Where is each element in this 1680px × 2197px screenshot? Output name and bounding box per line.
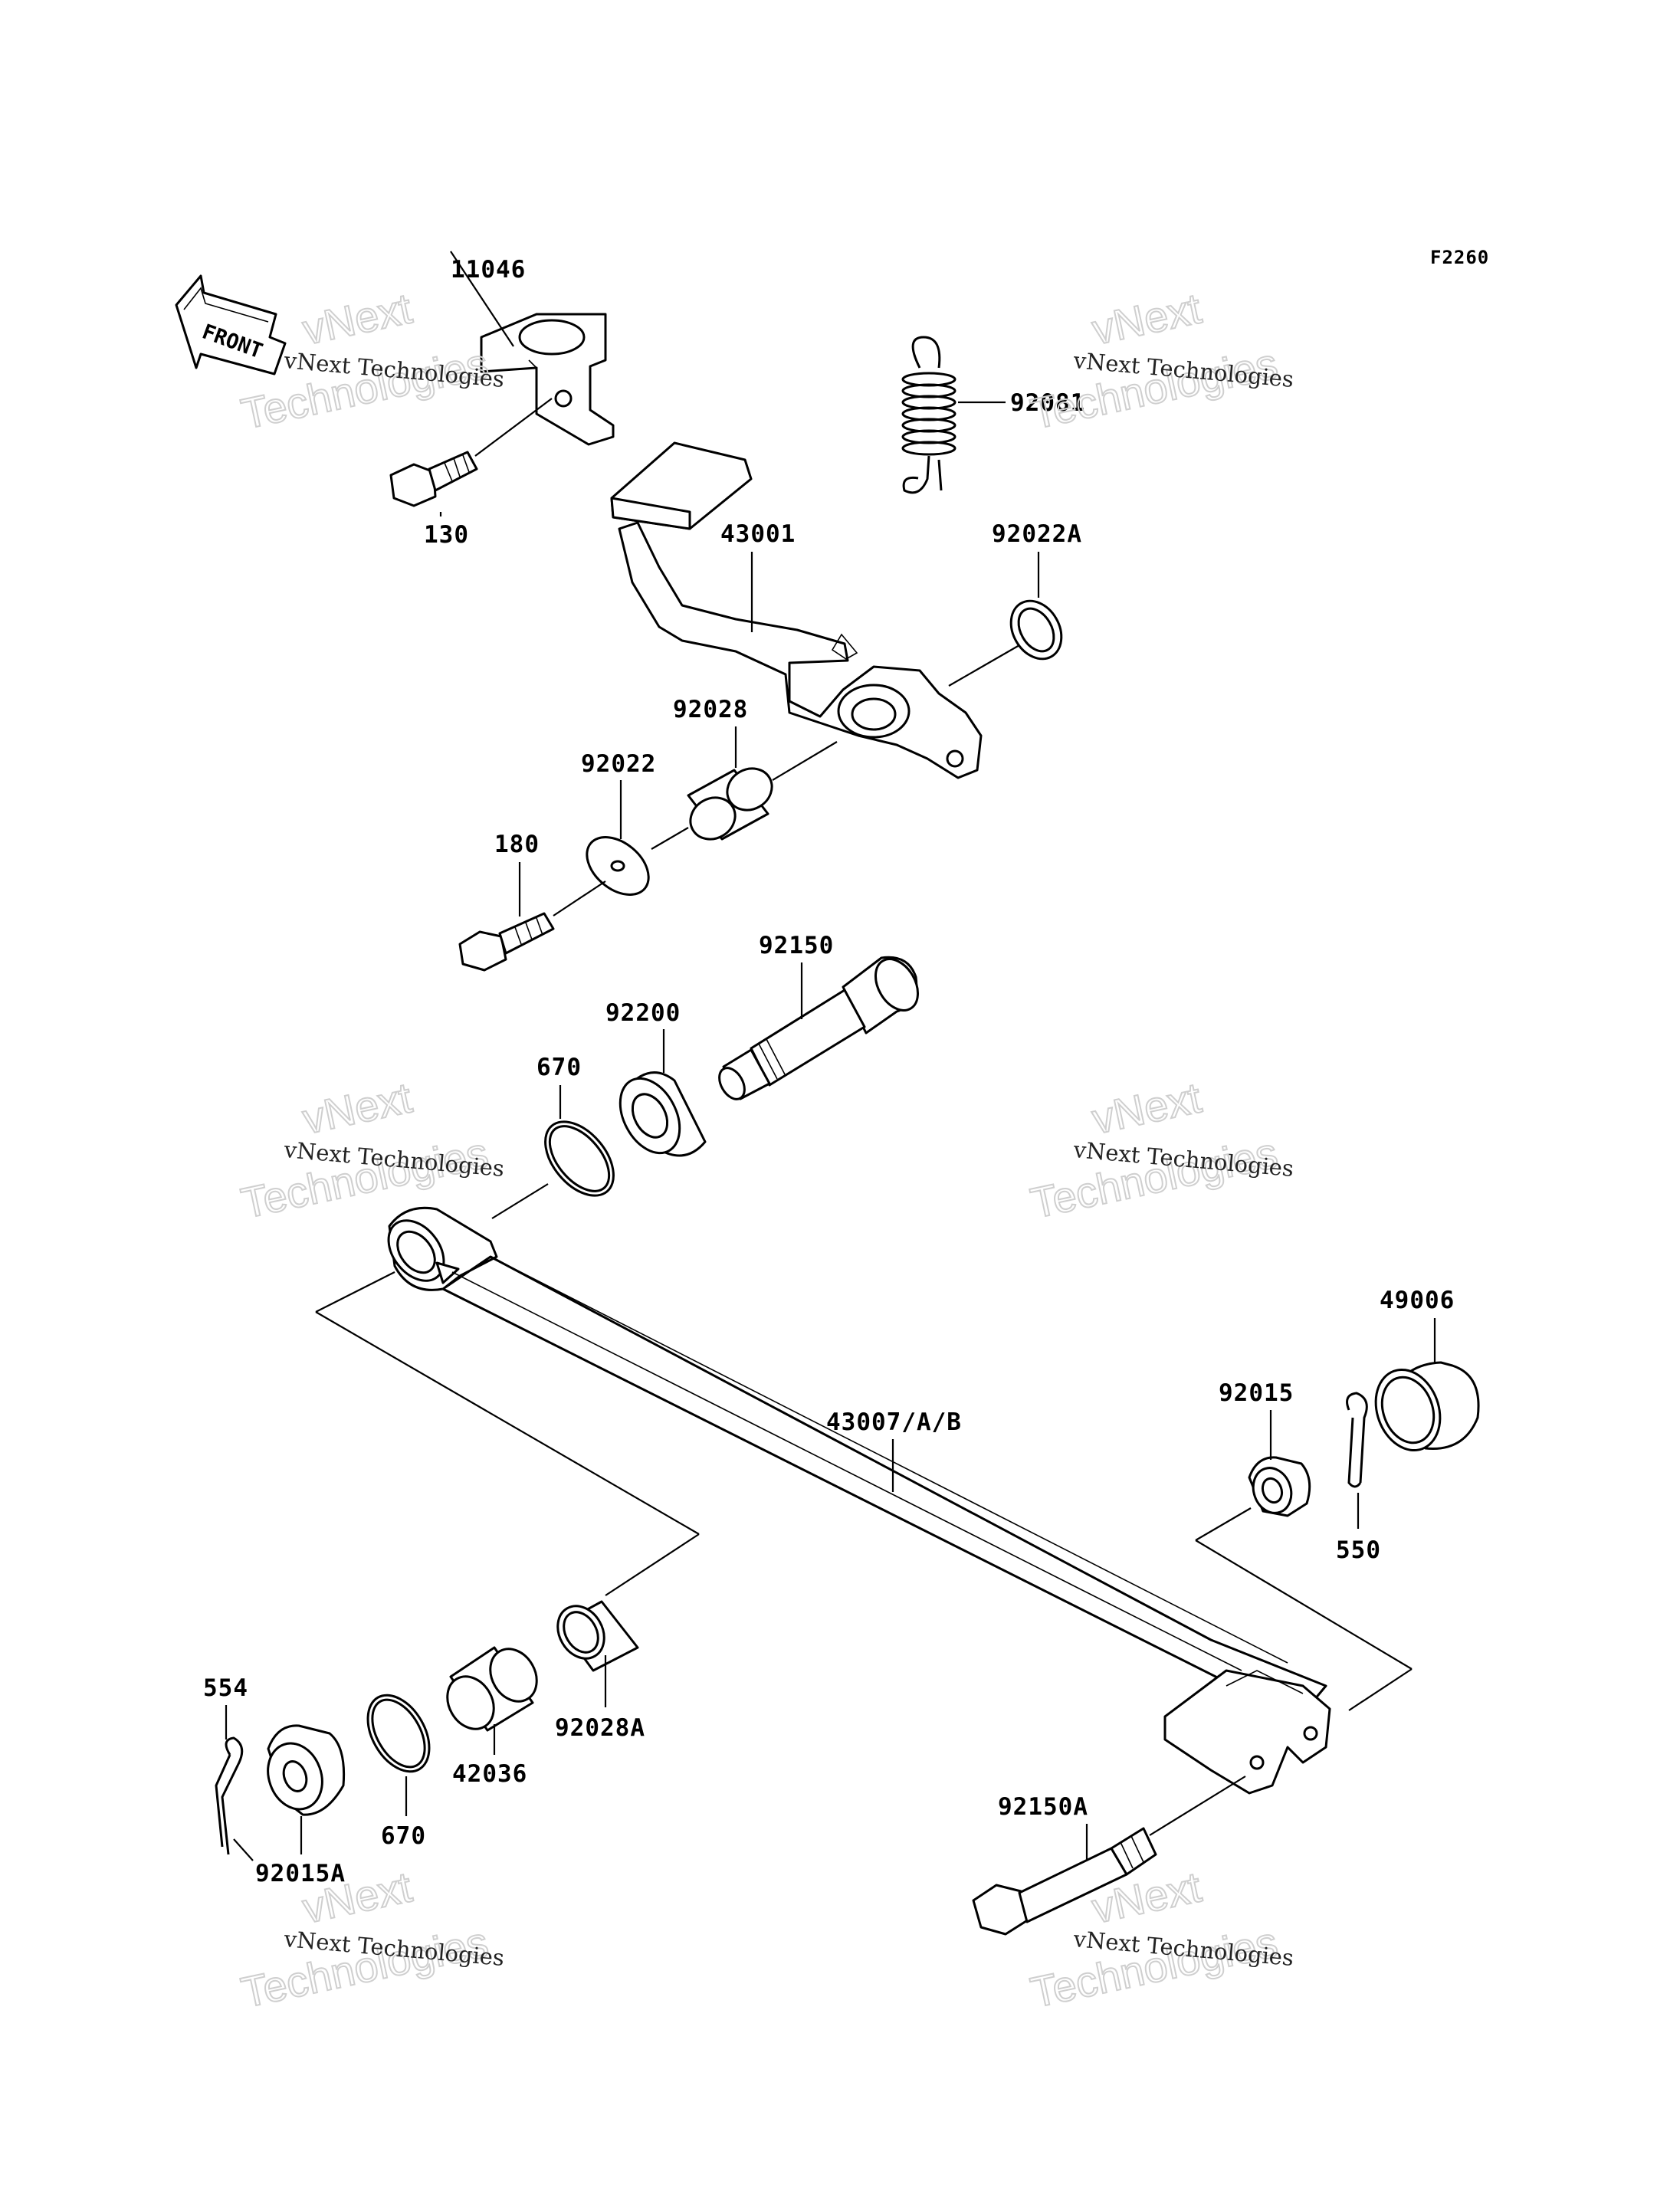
bracket-line-right-b [1348, 1668, 1413, 1711]
watermark-mid-right: vNext Technologies vNext Technologies [1025, 1072, 1294, 1228]
label-130: 130 [424, 521, 469, 549]
seal-92200 [619, 1071, 707, 1157]
label-43007: 43007/A/B [826, 1408, 962, 1436]
label-92081: 92081 [1010, 389, 1085, 417]
o-ring-670-lower [366, 1694, 431, 1773]
label-11046: 11046 [451, 256, 526, 284]
leader-180-axis [553, 880, 606, 917]
leader-92028-axis [772, 741, 838, 781]
label-49006: 49006 [1380, 1287, 1455, 1314]
label-92028A: 92028A [555, 1714, 645, 1742]
label-92022A: 92022A [992, 520, 1082, 548]
bolt-92150A [972, 1827, 1157, 1936]
bracket-line-left-c [605, 1533, 700, 1596]
leader-670-axis [491, 1183, 549, 1219]
watermark-mid-left: vNext Technologies vNext Technologies [236, 1072, 505, 1228]
label-92200: 92200 [605, 999, 681, 1027]
leader-92015-axis [1195, 1507, 1252, 1541]
front-arrow-icon: FRONT [175, 274, 287, 375]
label-554: 554 [203, 1674, 248, 1702]
collar-92028A [556, 1600, 639, 1672]
label-670-lower: 670 [381, 1822, 426, 1850]
cotter-pin-550 [1346, 1392, 1368, 1488]
leader-92022A-axis [948, 644, 1020, 687]
watermark-top-right: vNext Technologies vNext Technologies [1025, 283, 1294, 438]
bracket-line-left-a [315, 1311, 700, 1535]
washer-92022A [1009, 599, 1063, 661]
leader-130-axis [474, 398, 553, 457]
label-550: 550 [1336, 1536, 1381, 1564]
collar-92028 [687, 767, 773, 841]
svg-text:vNext: vNext [1088, 284, 1206, 353]
svg-text:vNext: vNext [1088, 1073, 1206, 1143]
label-670-upper: 670 [536, 1054, 582, 1081]
leader-92022-axis [651, 827, 689, 850]
label-92150: 92150 [759, 932, 834, 959]
leader-554-b [233, 1838, 254, 1861]
rod-43007 [387, 1206, 1331, 1795]
washer-92022 [586, 836, 650, 896]
svg-text:vNext: vNext [298, 284, 416, 353]
bolt-92150 [718, 956, 919, 1100]
label-92150A: 92150A [998, 1793, 1088, 1821]
bracket-line-left-b [315, 1271, 395, 1313]
svg-text:vNext: vNext [298, 1073, 416, 1143]
bushing-42036 [446, 1646, 538, 1732]
label-42036: 42036 [452, 1760, 527, 1788]
spring-92081 [901, 336, 956, 494]
label-92015A: 92015A [255, 1860, 346, 1887]
bolt-180 [458, 912, 555, 972]
o-ring-670-upper [544, 1120, 615, 1197]
clip-554 [215, 1736, 244, 1855]
brake-pedal-43001 [610, 441, 983, 779]
label-180: 180 [494, 831, 540, 858]
label-92015: 92015 [1219, 1379, 1294, 1407]
bolt-130 [389, 451, 478, 507]
bracket-line-right-a [1195, 1540, 1413, 1670]
label-92028: 92028 [673, 696, 748, 723]
nut-92015A [267, 1724, 346, 1816]
label-92022: 92022 [581, 750, 656, 778]
bracket-11046 [480, 313, 615, 446]
leader-92150A-axis [1149, 1776, 1246, 1836]
nut-92015 [1248, 1456, 1311, 1517]
cap-49006 [1374, 1361, 1480, 1452]
label-43001: 43001 [720, 520, 796, 548]
leader-11046 [450, 251, 514, 347]
diagram-code: F2260 [1430, 247, 1489, 268]
